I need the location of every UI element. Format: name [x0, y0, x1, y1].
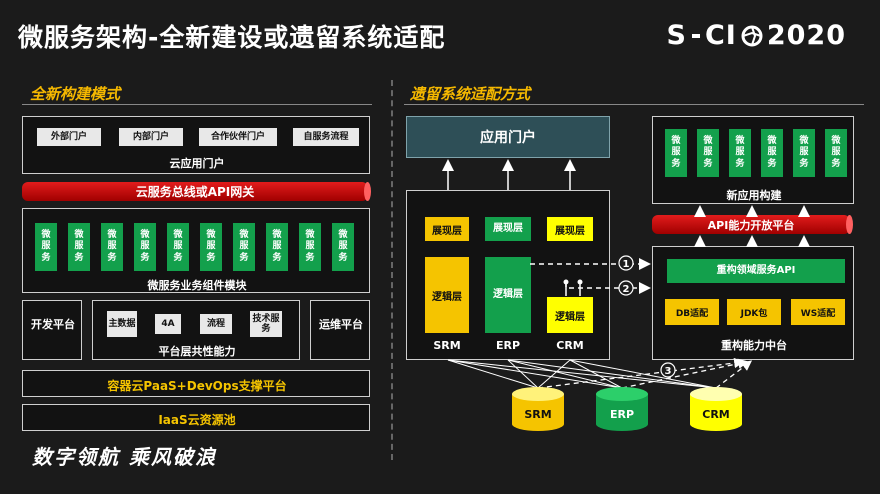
logo-ci: CI: [704, 20, 737, 51]
rebuild-platform-box: 重构领域服务API DB适配 JDK包 WS适配 重构能力中台: [652, 246, 854, 360]
db-crm-cylinder: CRM: [690, 387, 742, 431]
microservice-chip-3: 微服务: [101, 223, 123, 271]
aperture-icon: [741, 25, 763, 46]
db-erp-label: ERP: [610, 408, 634, 421]
page-title: 微服务架构-全新建设或遗留系统适配: [18, 23, 446, 52]
microservice-chip-6: 微服务: [200, 223, 222, 271]
erp-logic-layer: 逻辑层: [485, 257, 531, 333]
right-heading: 遗留系统适配方式: [410, 85, 531, 103]
db-srm-to-srm: [447, 359, 539, 389]
route-1-badge: [618, 255, 634, 271]
iaas-label: IaaS云资源池: [158, 413, 236, 427]
common-chip-workflow: 流程: [200, 314, 232, 334]
common-capability-label: 平台层共性能力: [158, 345, 236, 358]
paas-box: 容器云PaaS+DevOps支撑平台: [22, 370, 370, 397]
db-srm-to-erp: [507, 359, 539, 389]
slogan: 数字领航 乘风破浪: [32, 445, 217, 469]
db-crm-to-rebuild: [715, 360, 753, 389]
cloud-portal-label: 云应用门户: [169, 157, 225, 170]
db-erp-to-srm: [447, 359, 623, 389]
db-crm-label: CRM: [702, 408, 730, 421]
right-heading-underline: [404, 104, 864, 105]
logo-dash: [691, 33, 700, 38]
crm-system-label: CRM: [556, 339, 584, 352]
common-chip-tech-service: 技术服务: [250, 311, 282, 337]
common-capability-box: 主数据 4A 流程 技术服务 平台层共性能力: [92, 300, 300, 360]
db-erp-to-erp: [507, 359, 623, 389]
srm-presentation-layer: 展现层: [425, 217, 469, 241]
portal-chip-internal: 内部门户: [119, 128, 183, 146]
route-3-number: 3: [665, 366, 672, 377]
dev-platform-box: 开发平台: [22, 300, 82, 360]
new-app-build-label: 新应用构建: [726, 189, 782, 202]
db-erp-to-rebuild: [621, 358, 749, 389]
db-crm-to-crm: [569, 359, 717, 389]
new-microservice-chip-3: 微服务: [729, 129, 751, 177]
left-heading: 全新构建模式: [30, 85, 121, 103]
microservice-module-box: 微服务微服务微服务微服务微服务微服务微服务微服务微服务微服务 微服务业务组件模块: [22, 208, 370, 293]
portal-chip-external: 外部门户: [37, 128, 101, 146]
api-open-platform-bar: API能力开放平台: [652, 215, 853, 234]
microservice-chip-1: 微服务: [35, 223, 57, 271]
route-1-number: 1: [623, 259, 630, 270]
new-microservice-chip-4: 微服务: [761, 129, 783, 177]
cloud-portal-box: 外部门户 内部门户 合作伙伴门户 自服务流程 云应用门户: [22, 116, 370, 174]
common-chip-master-data: 主数据: [107, 311, 137, 337]
microservice-module-label: 微服务业务组件模块: [147, 279, 247, 292]
db-adapter: DB适配: [665, 299, 719, 325]
microservice-chip-10: 微服务: [332, 223, 354, 271]
ops-platform-box: 运维平台: [310, 300, 370, 360]
logo-s: S: [666, 20, 687, 51]
app-portal-box: 应用门户: [406, 116, 610, 158]
service-bus-bar: 云服务总线或API网关: [22, 182, 371, 201]
left-heading-underline: [22, 104, 372, 105]
dev-platform-label: 开发平台: [31, 318, 75, 331]
ws-adapter: WS适配: [791, 299, 845, 325]
crm-logic-layer: 逻辑层: [547, 297, 593, 333]
route-2-number: 2: [623, 284, 630, 295]
microservice-chip-8: 微服务: [266, 223, 288, 271]
new-microservice-chip-2: 微服务: [697, 129, 719, 177]
portal-chip-self-service: 自服务流程: [293, 128, 359, 146]
paas-label: 容器云PaaS+DevOps支撑平台: [107, 379, 287, 393]
route-2-badge: [618, 280, 634, 296]
crm-link-node-2: [577, 279, 583, 285]
conference-logo: S CI 2020: [667, 20, 846, 51]
new-microservice-chip-5: 微服务: [793, 129, 815, 177]
erp-presentation-layer: 展现层: [485, 217, 531, 241]
srm-logic-layer: 逻辑层: [425, 257, 469, 333]
ops-platform-label: 运维平台: [319, 318, 363, 331]
legacy-systems-box: 展现层 展现层 展现层 逻辑层 逻辑层 逻辑层 SRM ERP CRM: [406, 190, 610, 360]
db-srm-label: SRM: [524, 408, 551, 421]
db-erp-to-crm: [569, 359, 623, 389]
route-3-badge: [660, 362, 676, 378]
microservice-chip-5: 微服务: [167, 223, 189, 271]
microservice-chip-7: 微服务: [233, 223, 255, 271]
db-srm-to-crm: [537, 359, 571, 389]
srm-system-label: SRM: [433, 339, 461, 352]
erp-system-label: ERP: [495, 339, 521, 352]
db-srm-cylinder: SRM: [512, 387, 564, 431]
new-microservice-chip-6: 微服务: [825, 129, 847, 177]
db-erp-cylinder: ERP: [596, 387, 648, 431]
rebuild-platform-label: 重构能力中台: [721, 339, 787, 352]
crm-presentation-layer: 展现层: [547, 217, 593, 241]
new-app-build-box: 微服务微服务微服务微服务微服务微服务 新应用构建: [652, 116, 854, 204]
portal-chip-partner: 合作伙伴门户: [199, 128, 277, 146]
logo-year: 2020: [766, 20, 846, 51]
common-chip-4a: 4A: [155, 314, 181, 334]
section-divider: [391, 80, 393, 460]
domain-service-api: 重构领域服务API: [667, 259, 845, 283]
microservice-chip-4: 微服务: [134, 223, 156, 271]
db-crm-to-erp: [507, 359, 717, 389]
microservice-chip-9: 微服务: [299, 223, 321, 271]
db-crm-to-srm: [447, 359, 717, 389]
jdk-package: JDK包: [727, 299, 781, 325]
db-srm-to-rebuild: [537, 357, 745, 389]
microservice-chip-2: 微服务: [68, 223, 90, 271]
new-microservice-chip-1: 微服务: [665, 129, 687, 177]
route-2-line: [565, 282, 651, 294]
iaas-box: IaaS云资源池: [22, 404, 370, 431]
